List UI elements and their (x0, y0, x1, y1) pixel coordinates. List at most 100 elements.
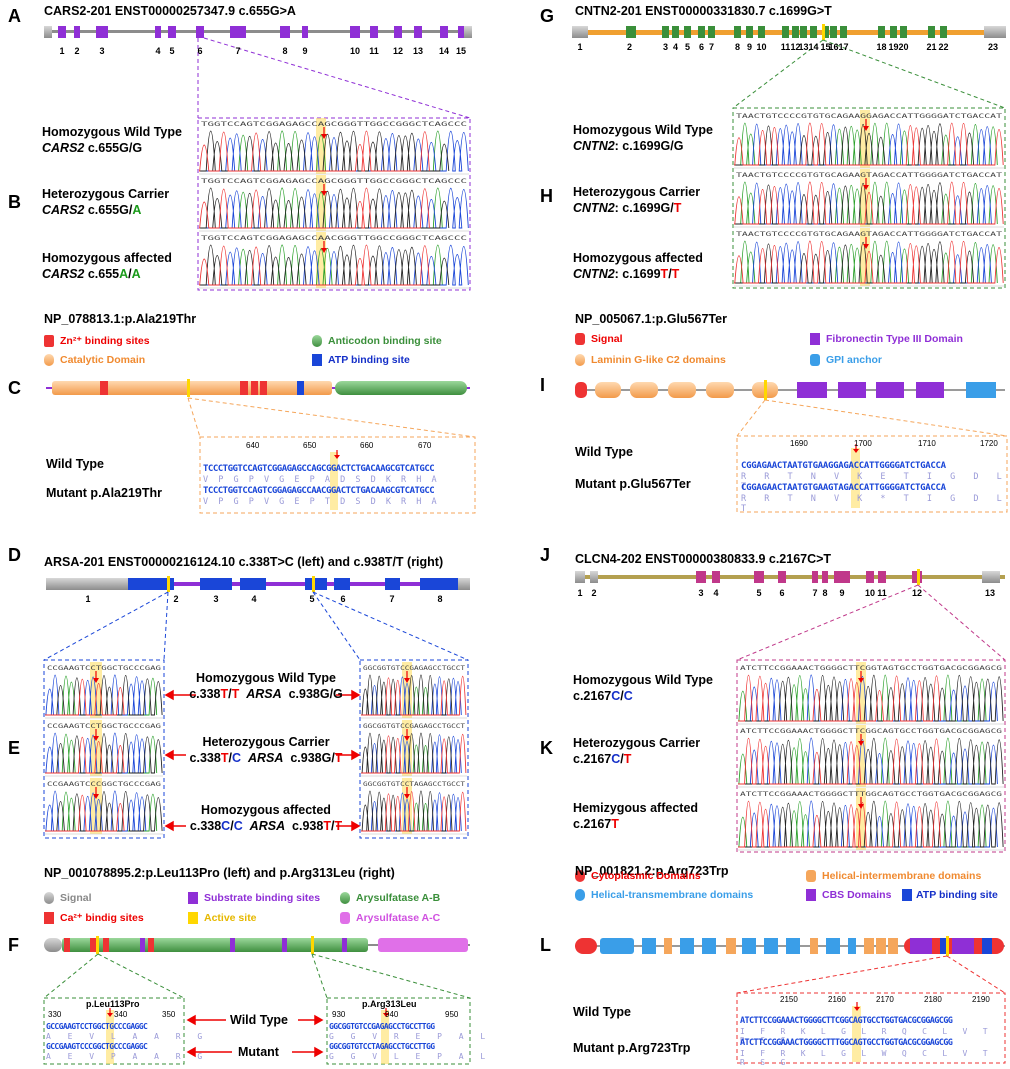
tick: 330 (48, 1010, 62, 1019)
legend-gpi: GPI anchor (826, 354, 883, 366)
clcn4-protein-track (575, 936, 1005, 956)
trace-C (738, 737, 998, 785)
tick: 2160 (828, 995, 846, 1004)
exon-label-12: 12 (790, 42, 800, 52)
exon-label-6: 6 (779, 588, 784, 598)
cars2-protein-title: NP_078813.1:p.Ala219Thr (44, 312, 197, 326)
exon-20 (900, 26, 907, 38)
clcn4-protein-title: NP_001821.2:p.Arg723Trp (575, 864, 729, 878)
exon-label-10: 10 (865, 588, 875, 598)
legend-cbs: CBS Domains (822, 889, 892, 901)
clcn4-mut-label: Mutant p.Arg723Trp (573, 1041, 691, 1055)
legend-catalytic: Catalytic Domain (60, 354, 146, 366)
legend-signal-i: Signal (591, 333, 623, 345)
exon-label-11: 11 (877, 588, 887, 598)
trace-G (734, 123, 975, 166)
cntn2-mut-aa: R R T N V K * T I G D L T (741, 494, 1009, 514)
tick: 2180 (924, 995, 942, 1004)
trace-C (361, 792, 462, 832)
exon-19 (890, 26, 897, 38)
tick: 660 (360, 441, 374, 450)
exon-4 (672, 26, 679, 38)
highlight (856, 725, 866, 787)
tick: 350 (162, 1010, 176, 1019)
tick: 940 (385, 1010, 399, 1019)
exon-label-12: 12 (393, 46, 403, 56)
trace-C (734, 241, 992, 284)
exon-label-10: 10 (756, 42, 766, 52)
cars2-gene-title: CARS2-201 ENST00000257347.9 c.655G>A (44, 4, 296, 18)
chromatogram-sequence: TAACTGTCCCCGTGTGCAGAAGTAGACCATTGGGGATCTG… (736, 171, 1002, 179)
panel-label-c: C (8, 378, 21, 398)
tick: 640 (246, 441, 260, 450)
exon-4 (712, 571, 720, 583)
exon-label-3: 3 (698, 588, 703, 598)
cars2-mut-seq: TCCCTGGTCCAGTCGGAGAGCCAACGGACTCTGACAAGCG… (203, 486, 435, 496)
trace-C (734, 123, 992, 166)
cntn2-wt-label: Wild Type (575, 445, 633, 459)
clcn4-chromatograms: ATCTTCCGGAAACTGGGGCTTCGGTAGTGCCTGGTGACGC… (738, 662, 1004, 851)
chromatogram-sequence: CCGAAGTCCCGGCTGCCCGAG (47, 780, 161, 788)
trace-T (738, 800, 941, 848)
chromatogram-sequence: ATCTTCCGGAAACTGGGGCTTTGGCAGTGCCTGGTGACGC… (740, 790, 1002, 798)
trace-G (361, 790, 453, 832)
exon-label-15: 15 (820, 42, 830, 52)
arg313leu-title: p.Arg313Leu (362, 999, 417, 1009)
legend-active-site: Active site (204, 912, 257, 924)
cars2-chromatogram-box (197, 117, 471, 291)
exon-3 (96, 26, 108, 38)
highlight (860, 228, 870, 286)
trace-C (361, 734, 462, 774)
cntn2-wt-aa: R R T N V K E T I G D L T (741, 472, 1009, 492)
chromatogram-sequence: TAACTGTCCCCGTGTGCAGAAGTAGACCATTGGGGATCTG… (736, 230, 1002, 238)
exon-11 (782, 26, 789, 38)
tick: 2190 (972, 995, 990, 1004)
chromatogram-sequence: ATCTTCCGGAAACTGGGGCTTCGGCAGTGCCTGGTGACGC… (740, 727, 1002, 735)
exon-label-5: 5 (309, 594, 314, 604)
arg313leu-mut-aa: G G V L E P A L (329, 1052, 492, 1061)
tick: 950 (445, 1010, 459, 1019)
exon-label-1: 1 (577, 588, 582, 598)
exon-label-10: 10 (350, 46, 360, 56)
cntn2-protein-title: NP_005067.1:p.Glu567Ter (575, 312, 727, 326)
trace-G (361, 732, 453, 774)
exon-label-8: 8 (437, 594, 442, 604)
exon-11 (878, 571, 886, 583)
legend-zn-binding: Zn²⁺ binding sites (60, 335, 150, 347)
highlight (860, 110, 870, 168)
cars2-wt-aa: V P G P V G E P A D S D K R H A (203, 475, 440, 485)
exon-label-4: 4 (155, 46, 160, 56)
cntn2-gene-title: CNTN2-201 ENST00000331830.7 c.1699G>T (575, 4, 832, 18)
exon-label-6: 6 (340, 594, 345, 604)
exon-4 (155, 26, 161, 38)
exon-label-4: 4 (251, 594, 256, 604)
tick: 1710 (918, 439, 936, 448)
highlight (90, 662, 102, 718)
exon-7 (812, 571, 818, 583)
exon-label-8: 8 (282, 46, 287, 56)
legend-swatches (44, 333, 912, 924)
exon-label-11: 11 (369, 46, 379, 56)
exon-label-5: 5 (756, 588, 761, 598)
tick: 2170 (876, 995, 894, 1004)
highlight (316, 175, 326, 231)
chromatogram-sequence: ATCTTCCGGAAACTGGGGCTTCGGTAGTGCCTGGTGACGC… (740, 664, 1002, 672)
exon-10 (866, 571, 874, 583)
tick: 1720 (980, 439, 998, 448)
panel-label-j: J (540, 545, 551, 565)
trace-C (738, 674, 998, 722)
legend-cytoplasmic: Cytoplasmic Domains (591, 870, 701, 882)
tick: 2150 (780, 995, 798, 1004)
leu113pro-title: p.Leu113Pro (86, 999, 140, 1009)
exon-label-9: 9 (747, 42, 752, 52)
trace-G (45, 733, 163, 774)
clcn4-gene-track (575, 569, 1005, 585)
